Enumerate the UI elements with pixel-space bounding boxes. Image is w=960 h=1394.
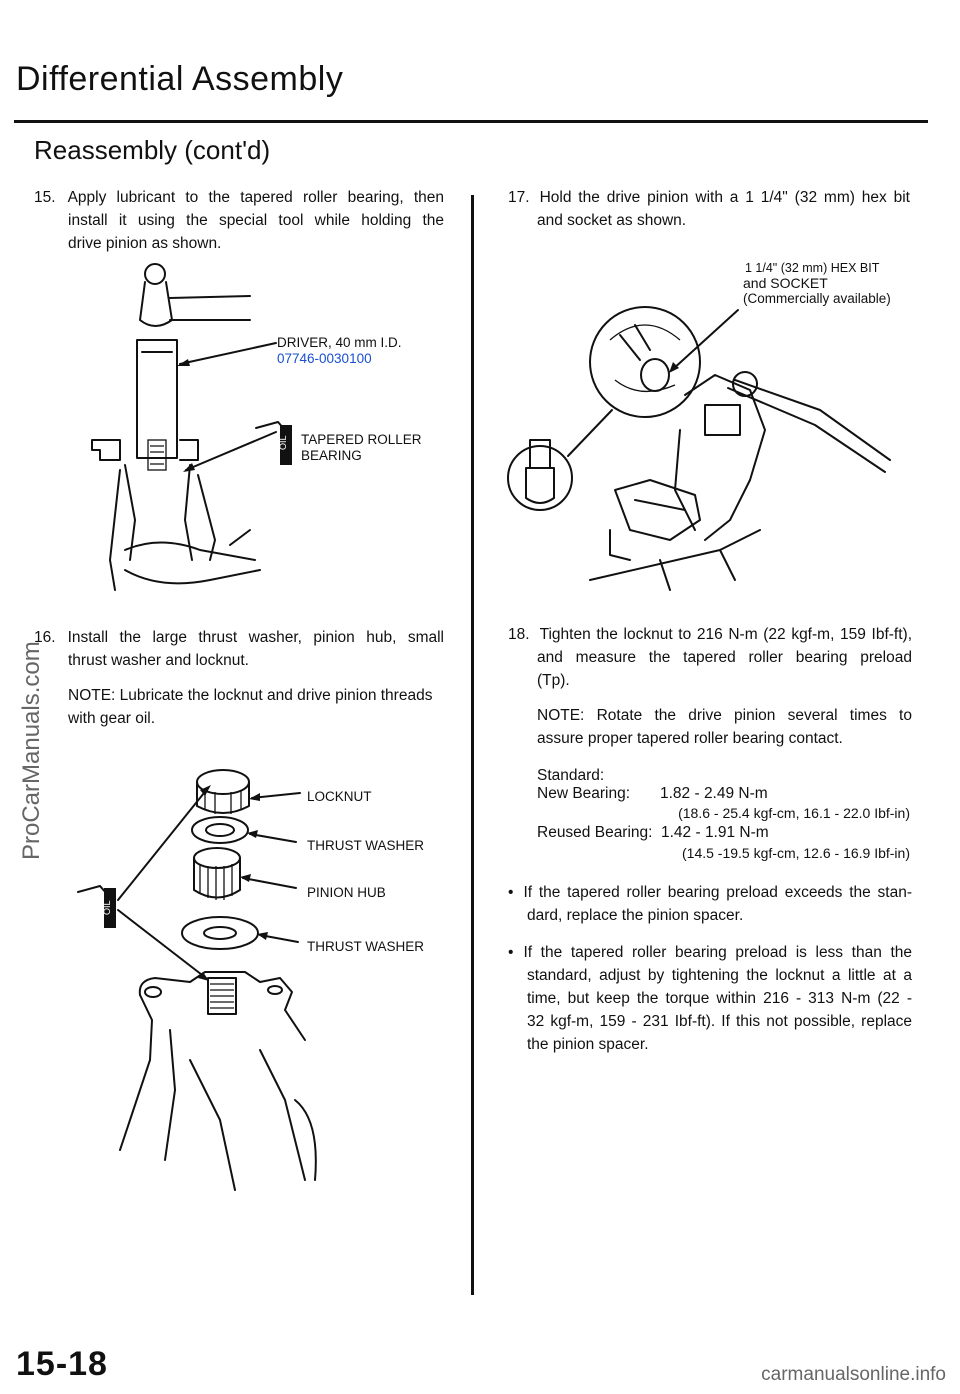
step-16: 16. Install the large thrust washer, pin… xyxy=(34,626,444,730)
step-15-line1: Apply lubricant to the tapered roller be… xyxy=(67,189,444,206)
step-16-note-line2: with gear oil. xyxy=(68,710,156,727)
page-number: 15-18 xyxy=(16,1345,108,1383)
step-17: 17. Hold the drive pinion with a 1 1/4" … xyxy=(508,186,910,232)
driver-part-number: 07746-0030100 xyxy=(277,351,372,366)
driver-label: DRIVER, 40 mm I.D. xyxy=(277,335,402,350)
title-rule xyxy=(14,120,928,123)
step-18: 18. Tighten the locknut to 216 N-m (22 k… xyxy=(508,623,912,750)
step-18-line1: Tighten the locknut to 216 N-m (22 kgf-m… xyxy=(539,626,912,643)
watermark-side: ProCarManuals.com xyxy=(18,641,45,860)
oil-tag-1: OIL xyxy=(278,435,288,450)
step-18-note-line1: NOTE: Rotate the drive pinion several ti… xyxy=(537,707,912,724)
reused-bearing-value: 1.42 - 1.91 N-m xyxy=(661,824,769,841)
reused-bearing-sub: (14.5 -19.5 kgf-cm, 12.6 - 16.9 Ibf-in) xyxy=(682,845,910,861)
step-17-line2: and socket as shown. xyxy=(537,212,687,229)
column-divider xyxy=(471,195,474,1295)
bullet-2-line4: 32 kgf-m, 159 - 231 Ibf-ft). If this not… xyxy=(527,1013,912,1030)
pinion-hub-exploded-figure: OIL xyxy=(77,769,317,1191)
driver-install-figure: OIL xyxy=(91,263,292,591)
step-15-number: 15. xyxy=(34,189,56,206)
step-15: 15. Apply lubricant to the tapered rolle… xyxy=(34,186,444,255)
section-subtitle: Reassembly (cont'd) xyxy=(34,135,271,165)
hex-bit-label-line1: 1 1/4" (32 mm) HEX BIT xyxy=(745,261,880,275)
bullet-1: • If the tapered roller bearing preload … xyxy=(508,881,912,927)
thrust-washer-1-label: THRUST WASHER xyxy=(307,838,425,853)
new-bearing-label: New Bearing: xyxy=(537,785,631,802)
step-16-number: 16. xyxy=(34,629,56,646)
bearing-label-line1: TAPERED ROLLER xyxy=(301,432,422,447)
new-bearing-value: 1.82 - 2.49 N-m xyxy=(660,785,768,802)
bearing-label-line2: BEARING xyxy=(301,448,362,463)
bullet-2-line5: the pinion spacer. xyxy=(527,1036,649,1053)
step-16-line1: Install the large thrust washer, pinion … xyxy=(67,629,444,646)
bullet-2-line3: time, but keep the torque within 216 - 3… xyxy=(527,990,912,1007)
hex-bit-socket-figure xyxy=(507,306,891,591)
bullet-1-line1: If the tapered roller bearing preload ex… xyxy=(523,884,912,901)
reused-bearing-label: Reused Bearing: xyxy=(537,824,653,841)
step-16-note-line1: NOTE: Lubricate the locknut and drive pi… xyxy=(68,687,433,704)
hex-bit-label-line2: and SOCKET xyxy=(743,275,828,291)
page-title: Differential Assembly xyxy=(16,60,344,98)
bullet-2-line2: standard, adjust by tightening the lockn… xyxy=(527,967,912,984)
hex-bit-label-line3: (Commercially available) xyxy=(743,291,891,306)
bullet-1-dot: • xyxy=(508,884,514,901)
step-17-line1: Hold the drive pinion with a 1 1/4" (32 … xyxy=(539,189,910,206)
bullet-2-line1: If the tapered roller bearing preload is… xyxy=(523,944,912,961)
step-18-note-line2: assure proper tapered roller bearing con… xyxy=(537,730,843,747)
step-18-number: 18. xyxy=(508,626,530,643)
step-18-line2: and measure the tapered roller bearing p… xyxy=(537,649,912,666)
locknut-label: LOCKNUT xyxy=(307,789,372,804)
bullet-1-line2: dard, replace the pinion spacer. xyxy=(527,907,744,924)
pinion-hub-label: PINION HUB xyxy=(307,885,386,900)
step-15-line2: install it using the special tool while … xyxy=(68,212,444,229)
standard-label: Standard: xyxy=(537,767,605,784)
bullet-2-dot: • xyxy=(508,944,514,961)
watermark-bottom: carmanualsonline.info xyxy=(761,1364,946,1385)
step-15-line3: drive pinion as shown. xyxy=(68,235,222,252)
bullet-2: • If the tapered roller bearing preload … xyxy=(508,941,912,1056)
oil-tag-2: OIL xyxy=(102,900,112,915)
step-17-number: 17. xyxy=(508,189,530,206)
thrust-washer-2-label: THRUST WASHER xyxy=(307,939,425,954)
step-16-line2: thrust washer and locknut. xyxy=(68,652,249,669)
step-18-line3: (Tp). xyxy=(537,672,570,689)
new-bearing-sub: (18.6 - 25.4 kgf-cm, 16.1 - 22.0 Ibf-in) xyxy=(678,805,910,821)
